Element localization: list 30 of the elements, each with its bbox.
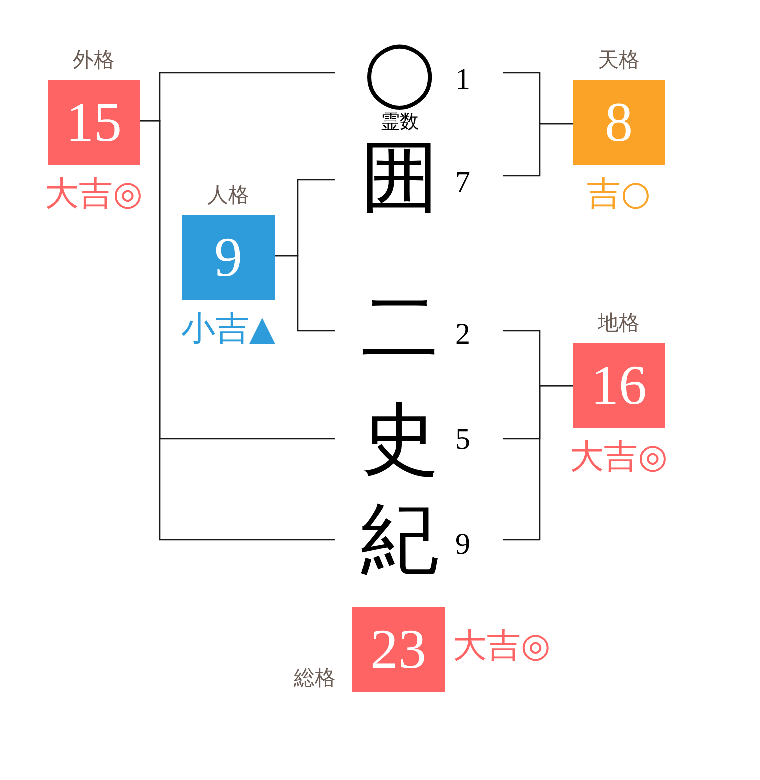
bracket-line	[140, 120, 335, 541]
fortune-rating: 吉○	[587, 177, 651, 211]
fortune-rating: 小吉▲	[181, 312, 276, 346]
spirit-number-label: 霊数	[381, 112, 419, 132]
score-tile: 8	[573, 80, 665, 165]
category-heading: 人格	[208, 185, 250, 206]
name-character: ◯	[364, 34, 436, 110]
name-character: 史	[361, 395, 439, 485]
score-tile: 9	[182, 215, 275, 300]
stroke-count: 7	[456, 168, 470, 198]
bracket-line	[503, 123, 573, 177]
bracket-line	[503, 385, 573, 541]
category-heading: 地格	[598, 313, 640, 334]
bracket-line	[275, 255, 335, 332]
stroke-count: 1	[456, 65, 470, 95]
stroke-count: 2	[456, 320, 470, 350]
score-tile: 23	[352, 607, 445, 692]
stroke-count: 9	[456, 530, 470, 560]
category-heading: 外格	[73, 50, 115, 71]
stroke-count: 5	[456, 425, 470, 455]
category-heading: 総格	[294, 668, 336, 689]
score-tile: 16	[573, 343, 665, 428]
fortune-rating: 大吉◎	[45, 177, 143, 211]
fortune-rating: 大吉◎	[570, 440, 668, 474]
name-character: 紀	[361, 495, 439, 585]
score-tile: 15	[48, 80, 140, 165]
name-character: 二	[361, 283, 439, 373]
fortune-rating: 大吉◎	[453, 629, 551, 663]
name-character: 囲	[361, 133, 439, 223]
category-heading: 天格	[598, 50, 640, 71]
